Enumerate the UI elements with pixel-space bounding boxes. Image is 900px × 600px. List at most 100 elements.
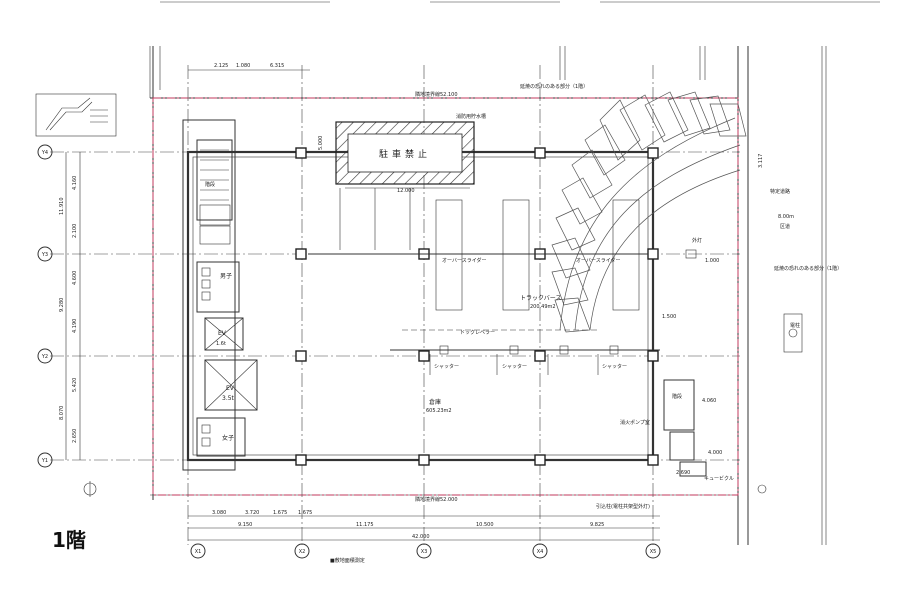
shutter-1: シャッター (434, 363, 459, 370)
dim-left-b1: 11.910 (59, 198, 65, 216)
column (534, 147, 546, 159)
grid-bubble-x4 (532, 543, 548, 559)
stair-top-label: 階段 (205, 181, 215, 188)
grid-bubble-y2 (37, 348, 53, 364)
site-context (149, 46, 827, 545)
dim-right-3: 1.500 (662, 314, 676, 320)
column (295, 147, 307, 159)
site-boundary (152, 97, 739, 496)
bottom-note: ■敷地面積測定 (330, 557, 365, 564)
core-rooms: 男子 EV 1.6t EV 3.5t 女子 (196, 139, 258, 457)
dim-bottom-a2: 3.720 (245, 510, 259, 516)
manhole-icon (757, 484, 767, 494)
ev-small-label: EV (218, 330, 227, 337)
road-name-note: 区道 (780, 223, 790, 230)
column (295, 454, 307, 466)
dim-top-2: 1.080 (236, 63, 250, 69)
column (295, 350, 307, 362)
site-boundary-top-note: 隣地境界線52.100 (415, 91, 458, 98)
column (647, 454, 659, 466)
grid-bubble-x5 (645, 543, 661, 559)
road-note: 特定道路 (770, 188, 790, 195)
dim-left-a4: 4.190 (72, 319, 78, 333)
column (647, 350, 659, 362)
fire-pump-label: 消火ポンプ室 (620, 419, 650, 426)
dim-top-3: 6.315 (270, 63, 284, 69)
no-parking-zone: 駐車禁止 (335, 121, 475, 185)
column (647, 147, 659, 159)
warehouse-area: 605.23m2 (426, 408, 452, 414)
dimensions-top: 2.125 1.080 6.315 12.000 5.000 (188, 63, 415, 194)
grid-bubble-x2 (294, 543, 310, 559)
ev-small-capacity: 1.6t (216, 341, 226, 347)
dim-parking-depth: 5.000 (318, 136, 324, 150)
fire-spread-right-note: 延焼の恐れのある部分（1階） (774, 265, 842, 272)
ev-large-label: EV (226, 385, 235, 392)
grid-label-y2: Y2 (41, 354, 48, 360)
lower-right-annex (663, 249, 707, 477)
grid-label-x4: X4 (537, 549, 544, 555)
dim-right-1: 3.117 (758, 154, 764, 168)
dim-left-a3: 4.600 (72, 271, 78, 285)
truck-turning-path (551, 91, 747, 333)
dim-bottom-b4: 9.825 (590, 522, 604, 528)
utility-pole-note: 電柱 (790, 322, 800, 329)
grid-bubbles: X1 X2 X3 X4 X5 Y4 Y3 Y2 Y1 (37, 144, 661, 559)
dim-bottom-b2: 11.175 (356, 522, 374, 528)
utility-pole (783, 313, 803, 353)
ev-large-capacity: 3.5t (222, 395, 235, 402)
grid-label-y4: Y4 (41, 150, 48, 156)
grid-bubble-y4 (37, 144, 53, 160)
mens-wc-label: 男子 (220, 273, 232, 280)
dim-left-a5: 5.420 (72, 378, 78, 392)
grid-label-y3: Y3 (41, 252, 48, 258)
dock-leveler-label: ドックレベラー (460, 330, 495, 336)
stair-mid-label: 階段 (672, 393, 682, 400)
grid-label-y1: Y1 (41, 458, 48, 464)
grid-label-x2: X2 (299, 549, 306, 555)
cubicle-label: キュービクル (704, 475, 734, 482)
shutter-2: シャッター (502, 363, 527, 370)
dim-left-b3: 8.070 (59, 406, 65, 420)
grid-bubble-x1 (190, 543, 206, 559)
interior-walls (308, 253, 660, 375)
dim-bottom-a3: 1.675 (273, 510, 287, 516)
dim-right-4: 4.060 (702, 398, 716, 404)
column (534, 454, 546, 466)
lead-in-note: 引込柱(電柱共架型外灯) (596, 503, 650, 510)
fire-spread-top-note: 延焼の恐れのある部分（1階） (520, 83, 588, 90)
dim-bottom-b3: 10.500 (476, 522, 494, 528)
parking-sign-text: 駐車禁止 (379, 148, 431, 160)
dim-left-a6: 2.650 (72, 429, 78, 443)
parking-stalls (339, 187, 640, 311)
site-boundary-bottom-note: 隣地境界線52.000 (415, 496, 458, 503)
dim-bottom-total: 42.000 (412, 534, 430, 540)
grid-bubble-x3 (416, 543, 432, 559)
outside-light-label: 外灯 (692, 237, 702, 244)
grid-bubble-y1 (37, 452, 53, 468)
womens-wc-label: 女子 (222, 434, 234, 442)
grid-label-x3: X3 (421, 549, 428, 555)
dim-top-1: 2.125 (214, 63, 228, 69)
room-labels: トラックバース 200.49m2 倉庫 605.23m2 ドックレベラー オーバ… (426, 237, 734, 482)
dim-left-a2: 2.100 (72, 224, 78, 238)
floor-label: 1階 (52, 528, 86, 552)
fire-cistern-note: 消防用貯水槽 (456, 113, 486, 120)
overhead-slider-2: オーバースライダー (576, 257, 621, 264)
column (534, 350, 546, 362)
key-plan (35, 93, 117, 137)
dim-left-b2: 9.280 (59, 298, 65, 312)
overhead-slider-1: オーバースライダー (442, 257, 487, 264)
dim-right-6: 2.690 (676, 470, 690, 476)
grid-bubble-y3 (37, 246, 53, 262)
shutter-3: シャッター (602, 363, 627, 370)
road-width-note: 8.00m (778, 214, 794, 220)
column (647, 248, 659, 260)
dim-bottom-b1: 9.150 (238, 522, 252, 528)
dim-right-2: 1.000 (705, 258, 719, 264)
truck-berth-label: トラックバース (520, 295, 561, 302)
dim-parking-width: 12.000 (397, 188, 415, 194)
grid-label-x1: X1 (195, 549, 202, 555)
dim-right-5: 4.000 (708, 450, 722, 456)
